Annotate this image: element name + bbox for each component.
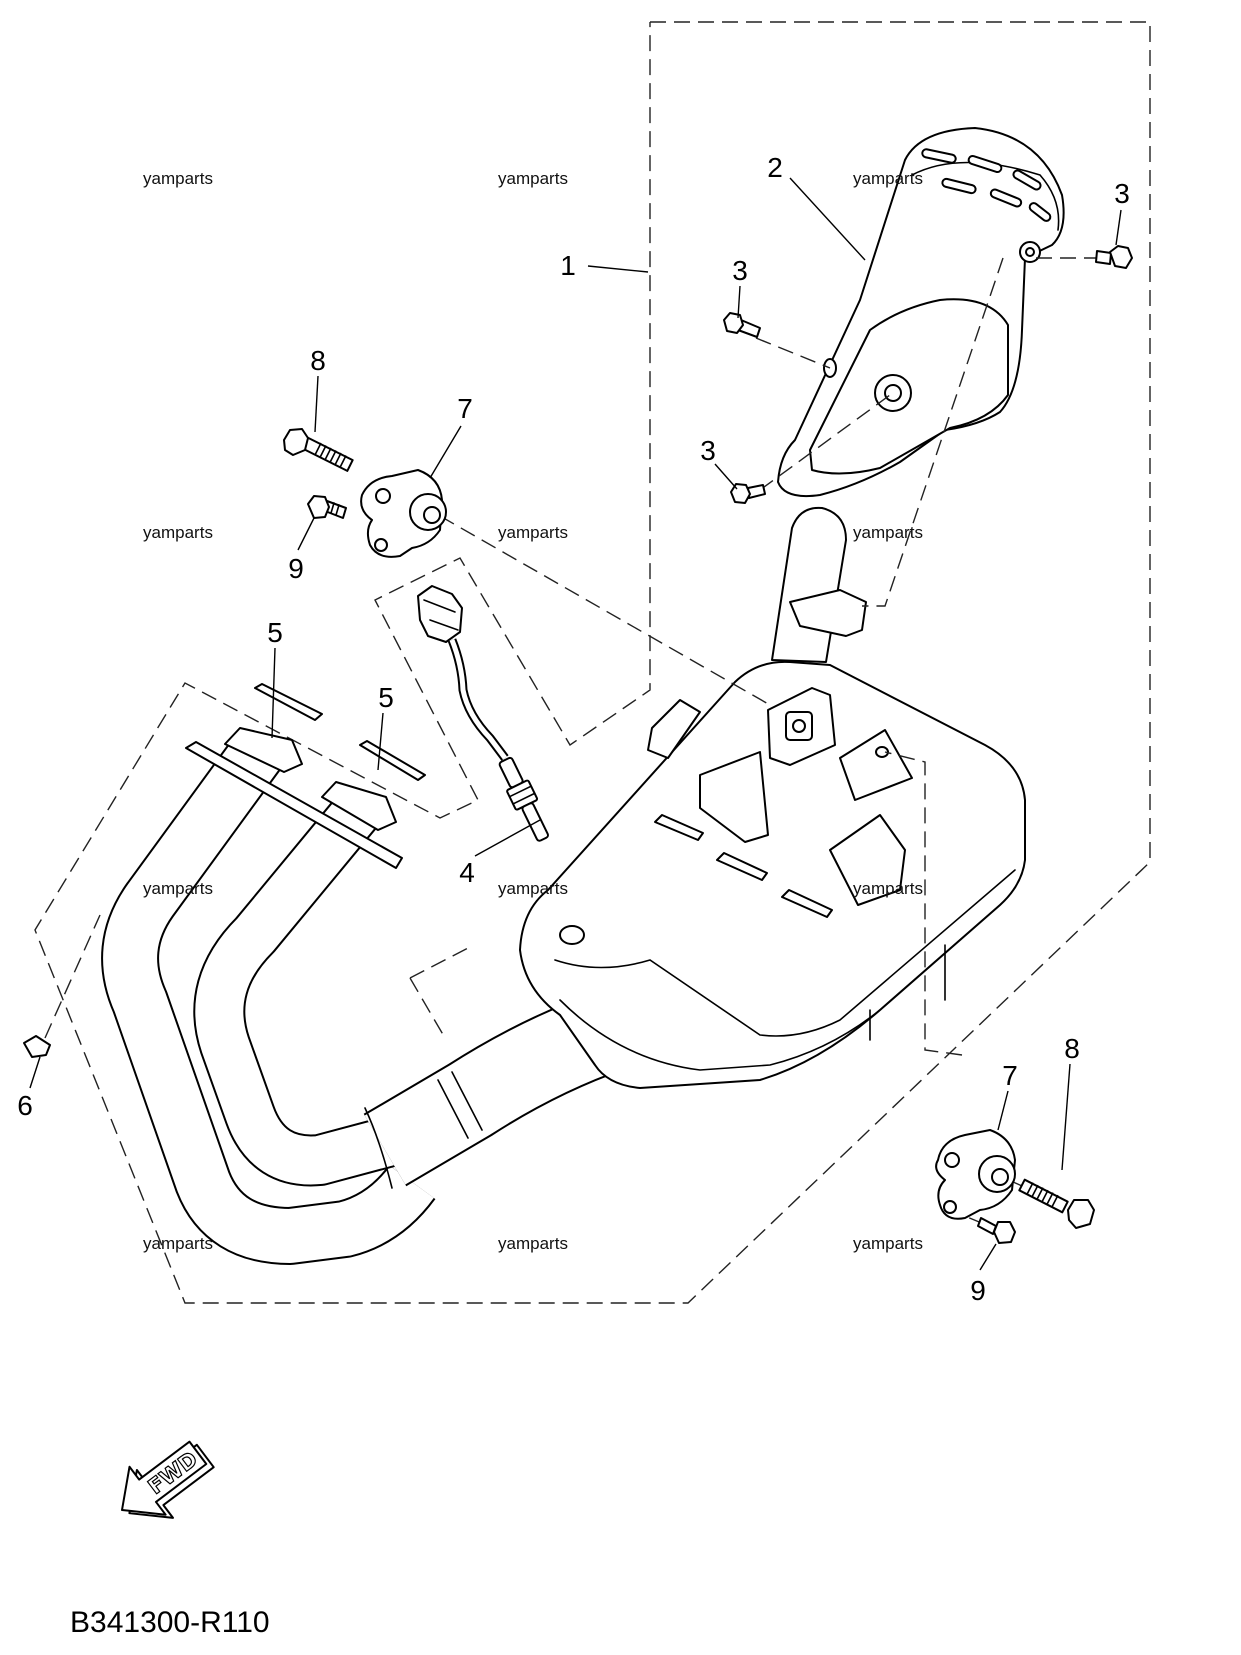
damper-hole	[374, 538, 388, 552]
callout-9-upper: 9	[288, 553, 304, 584]
bolt-9-lower	[977, 1217, 1016, 1244]
cover-grille-slot	[1012, 169, 1042, 191]
bolt-3-lower	[730, 483, 766, 504]
muffler-tab	[869, 944, 946, 1041]
hidden-line	[409, 946, 471, 1039]
muffler-riser-bracket	[771, 506, 867, 663]
bolt-8-lower	[1018, 1178, 1095, 1229]
muffler-seam	[554, 869, 1016, 1071]
watermark: yamparts	[498, 169, 568, 188]
forward-arrow-icon: FWD	[121, 1440, 215, 1519]
damper-upper	[360, 469, 447, 558]
bolt-head	[283, 428, 309, 456]
muffler-stay-left	[699, 751, 769, 843]
watermark: yamparts	[143, 169, 213, 188]
damper-plate	[935, 1129, 1016, 1220]
muffler-hole	[559, 925, 585, 945]
damper-lower	[935, 1129, 1016, 1220]
watermark: yamparts	[143, 523, 213, 542]
callout-5-upper: 5	[267, 617, 283, 648]
damper-hole	[375, 488, 391, 504]
bolt-head	[1109, 245, 1133, 269]
callout-3-lower: 3	[700, 435, 716, 466]
bolt-shaft	[1018, 1178, 1069, 1214]
clip	[23, 1035, 51, 1058]
callout-3-top-right: 3	[1114, 178, 1130, 209]
callout-3-middle: 3	[732, 255, 748, 286]
bolt-head	[730, 483, 751, 504]
cover-grille-slot	[989, 188, 1023, 208]
cover-grille-slot	[1028, 202, 1052, 222]
muffler-stay-right	[839, 729, 913, 801]
bolt-shaft	[1095, 250, 1112, 265]
callout-4: 4	[459, 857, 475, 888]
bolt-head	[307, 495, 330, 519]
bolt-3-middle	[723, 312, 761, 338]
collector-pipe	[363, 990, 627, 1189]
header-pipe-outer	[101, 734, 436, 1265]
diagram-code: B341300-R110	[70, 1606, 270, 1639]
flange-collar-right	[321, 781, 397, 831]
callout-labels: 1 2 3 3 3 4 5 5 6 7 7 8 8 9 9	[17, 152, 1130, 1306]
bolt-thread	[1026, 1182, 1059, 1208]
bolt-head	[993, 1221, 1016, 1244]
gasket-lower	[359, 740, 426, 781]
bolt-8-upper	[283, 428, 354, 472]
callout-8-upper: 8	[310, 345, 326, 376]
bolt-thread	[314, 442, 347, 468]
watermark: yamparts	[498, 523, 568, 542]
watermark: yamparts	[853, 523, 923, 542]
muffler-slot	[654, 814, 704, 841]
watermark: yamparts	[853, 1234, 923, 1253]
sensor-connector	[417, 585, 463, 643]
muffler-side-bracket	[647, 699, 701, 759]
watermarks: yamparts yamparts yamparts yamparts yamp…	[143, 169, 923, 1253]
watermark: yamparts	[853, 169, 923, 188]
cover-end-rim	[911, 161, 1060, 231]
watermark: yamparts	[498, 1234, 568, 1253]
callout-6: 6	[17, 1090, 33, 1121]
sensor-body	[498, 756, 549, 842]
callout-1: 1	[560, 250, 576, 281]
assembly-outline	[34, 21, 1151, 1304]
oxygen-sensor	[417, 585, 549, 842]
gasket-upper	[254, 683, 323, 721]
callout-7-lower: 7	[1002, 1060, 1018, 1091]
muffler	[519, 660, 1026, 1089]
flange-plate	[185, 741, 403, 869]
watermark: yamparts	[143, 879, 213, 898]
cover-grille-slot	[941, 177, 977, 195]
watermark: yamparts	[143, 1234, 213, 1253]
callout-9-lower: 9	[970, 1275, 986, 1306]
muffler-slot	[716, 852, 768, 881]
bolt-head	[723, 312, 744, 334]
muffler-slot	[781, 889, 833, 918]
muffler-stay-lower	[829, 814, 906, 906]
bolt-shaft	[747, 484, 766, 499]
cover-grille-slot	[921, 148, 957, 164]
callout-8-lower: 8	[1064, 1033, 1080, 1064]
header-pipe-inner	[193, 791, 402, 1187]
callout-leaders	[29, 177, 1122, 1271]
callout-7-upper: 7	[457, 393, 473, 424]
stay-hole	[875, 746, 889, 758]
callout-2: 2	[767, 152, 783, 183]
flange-collar-left	[224, 727, 303, 773]
callout-5-lower: 5	[378, 682, 394, 713]
bolt-9-upper	[307, 495, 347, 519]
arrow-face	[121, 1440, 208, 1516]
damper-hole	[943, 1200, 957, 1214]
watermark: yamparts	[498, 879, 568, 898]
riser-mount-plate	[789, 589, 867, 637]
bolt-3-top-right	[1095, 245, 1133, 269]
muffler-cover	[777, 127, 1065, 498]
damper-hole	[944, 1152, 960, 1168]
collector-band	[364, 1071, 483, 1189]
watermark: yamparts	[853, 879, 923, 898]
cover-grille-slot	[967, 154, 1003, 174]
exhaust-flange	[185, 727, 403, 869]
bolt-head	[1067, 1199, 1095, 1229]
assembly-boundary	[34, 21, 1151, 1304]
